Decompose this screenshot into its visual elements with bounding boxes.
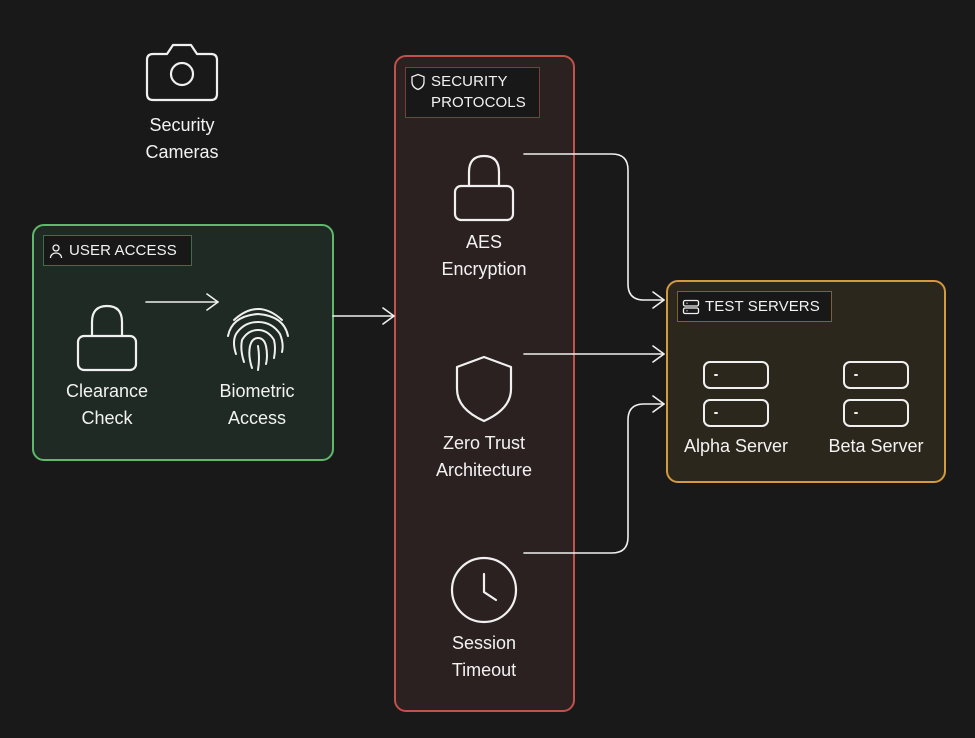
security-protocols-title: SECURITY PROTOCOLS <box>431 73 526 111</box>
zero-trust-label: Zero Trust Architecture <box>435 433 533 480</box>
user-access-title: USER ACCESS <box>69 242 177 259</box>
camera-icon <box>145 43 219 102</box>
aes-encryption-label: AES Encryption <box>441 232 527 279</box>
lock-icon <box>76 304 138 372</box>
fingerprint-icon <box>227 308 289 371</box>
clock-icon <box>450 556 518 624</box>
security-protocols-group <box>394 55 575 712</box>
edge-user-access-to-security-protocols <box>332 307 395 325</box>
edge-aes-to-test-servers <box>523 153 665 309</box>
edge-zero-trust-to-test-servers <box>523 345 665 363</box>
edge-clearance-to-biometric <box>145 293 219 311</box>
biometric-access-label: Biometric Access <box>219 381 295 428</box>
session-timeout-label: Session Timeout <box>451 633 517 680</box>
test-servers-tag: TEST SERVERS <box>677 291 832 322</box>
server-icon <box>682 299 700 314</box>
test-servers-title: TEST SERVERS <box>705 298 820 315</box>
lock-icon <box>453 154 515 222</box>
security-cameras-label: Security Cameras <box>145 115 219 162</box>
clearance-check-label: Clearance Check <box>65 381 149 428</box>
shield-icon <box>411 73 425 91</box>
edge-session-timeout-to-test-servers <box>523 395 665 554</box>
user-access-tag: USER ACCESS <box>43 235 192 266</box>
user-icon <box>49 243 63 258</box>
shield-icon <box>455 355 513 423</box>
server-icon <box>843 361 909 427</box>
server-icon <box>703 361 769 427</box>
beta-server-label: Beta Server <box>828 436 924 456</box>
alpha-server-label: Alpha Server <box>683 436 789 456</box>
security-protocols-tag: SECURITY PROTOCOLS <box>405 67 540 118</box>
